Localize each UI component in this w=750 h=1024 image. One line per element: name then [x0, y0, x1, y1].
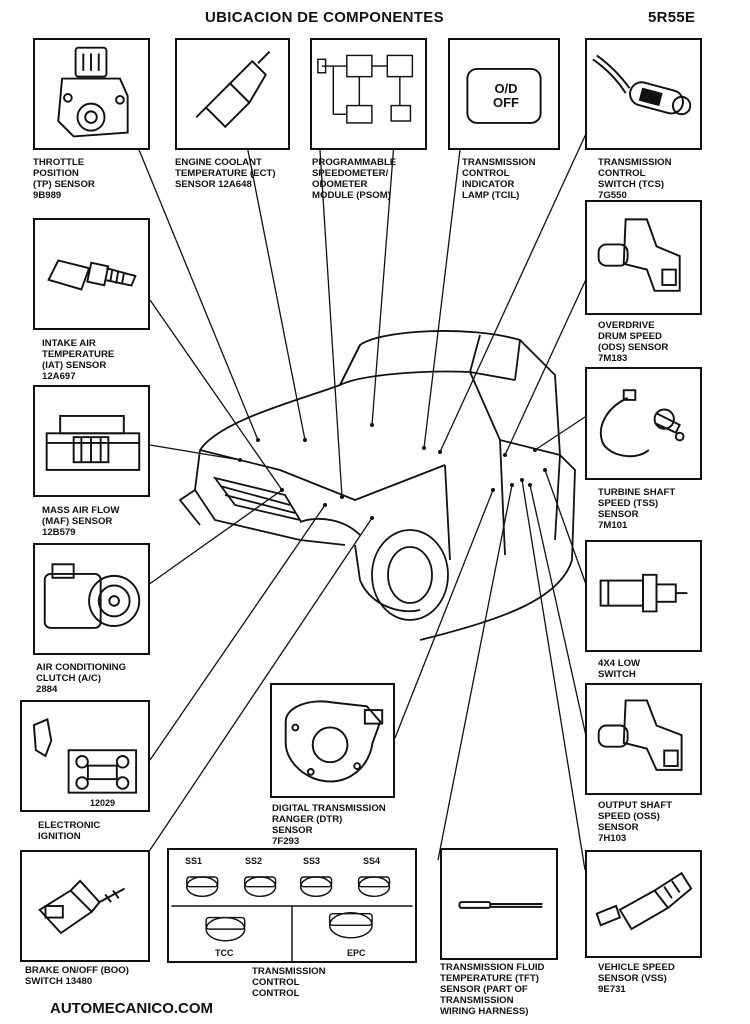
tft-sensor-image	[440, 848, 558, 960]
intake-air-sensor-icon	[47, 259, 137, 291]
ss4-label: SS4	[363, 856, 381, 866]
brake-switch-icon	[38, 879, 125, 935]
tss-sensor-image	[585, 367, 702, 480]
overdrive-drum-sensor-icon	[597, 218, 681, 292]
4x4-switch-icon	[599, 573, 688, 613]
tcil-image: O/D OFF	[448, 38, 560, 150]
ss2-label: SS2	[245, 856, 263, 866]
leader-dots	[238, 423, 547, 520]
boo-switch-label: BRAKE ON/OFF (BOO)SWITCH 13480	[25, 965, 129, 987]
psom-image	[310, 38, 427, 150]
epc-label: EPC	[347, 948, 366, 958]
ignition-part-number: 12029	[90, 798, 116, 808]
suv-outline	[178, 330, 576, 641]
ss1-label: SS1	[185, 856, 203, 866]
site-footer: AUTOMECANICO.COM	[50, 1000, 214, 1017]
tcc-label: TCC	[215, 948, 234, 958]
ss3-label: SS3	[303, 856, 321, 866]
od-off-lamp: O/D OFF	[493, 81, 519, 110]
coolant-sensor-icon	[195, 50, 271, 129]
psom-schematic-icon	[317, 54, 414, 124]
4x4-low-switch-image	[585, 540, 702, 652]
ignition-image: 12029	[20, 700, 150, 812]
transmission-switch-icon	[592, 54, 692, 116]
tp-sensor-image	[33, 38, 150, 150]
vehicle-speed-sensor-icon	[595, 871, 693, 931]
ac-compressor-icon	[43, 563, 141, 629]
vss-image	[585, 850, 702, 958]
ect-sensor-image	[175, 38, 290, 150]
leader-lines	[134, 109, 591, 871]
transmission-control-image: SS1 SS2 SS3 SS4 TCC EPC	[167, 848, 417, 963]
boo-switch-image	[20, 850, 150, 962]
ac-clutch-image	[33, 543, 150, 655]
tcs-image	[585, 38, 702, 150]
fluid-temp-sensor-icon	[458, 901, 543, 909]
throttle-position-sensor-icon	[57, 46, 129, 138]
output-shaft-sensor-icon	[597, 699, 683, 771]
ods-sensor-image	[585, 200, 702, 315]
oss-sensor-image	[585, 683, 702, 795]
maf-sensor-image	[33, 385, 150, 497]
page-title: UBICACION DE COMPONENTES	[205, 9, 444, 26]
solenoid-set-icon	[171, 876, 413, 961]
digital-range-sensor-icon	[284, 700, 384, 783]
iat-sensor-image	[33, 218, 150, 330]
transmission-model: 5R55E	[648, 9, 696, 26]
ignition-coil-icon	[32, 717, 138, 794]
dtr-sensor-image	[270, 683, 395, 798]
mass-air-flow-icon	[45, 414, 141, 471]
turbine-shaft-sensor-icon	[600, 389, 685, 458]
